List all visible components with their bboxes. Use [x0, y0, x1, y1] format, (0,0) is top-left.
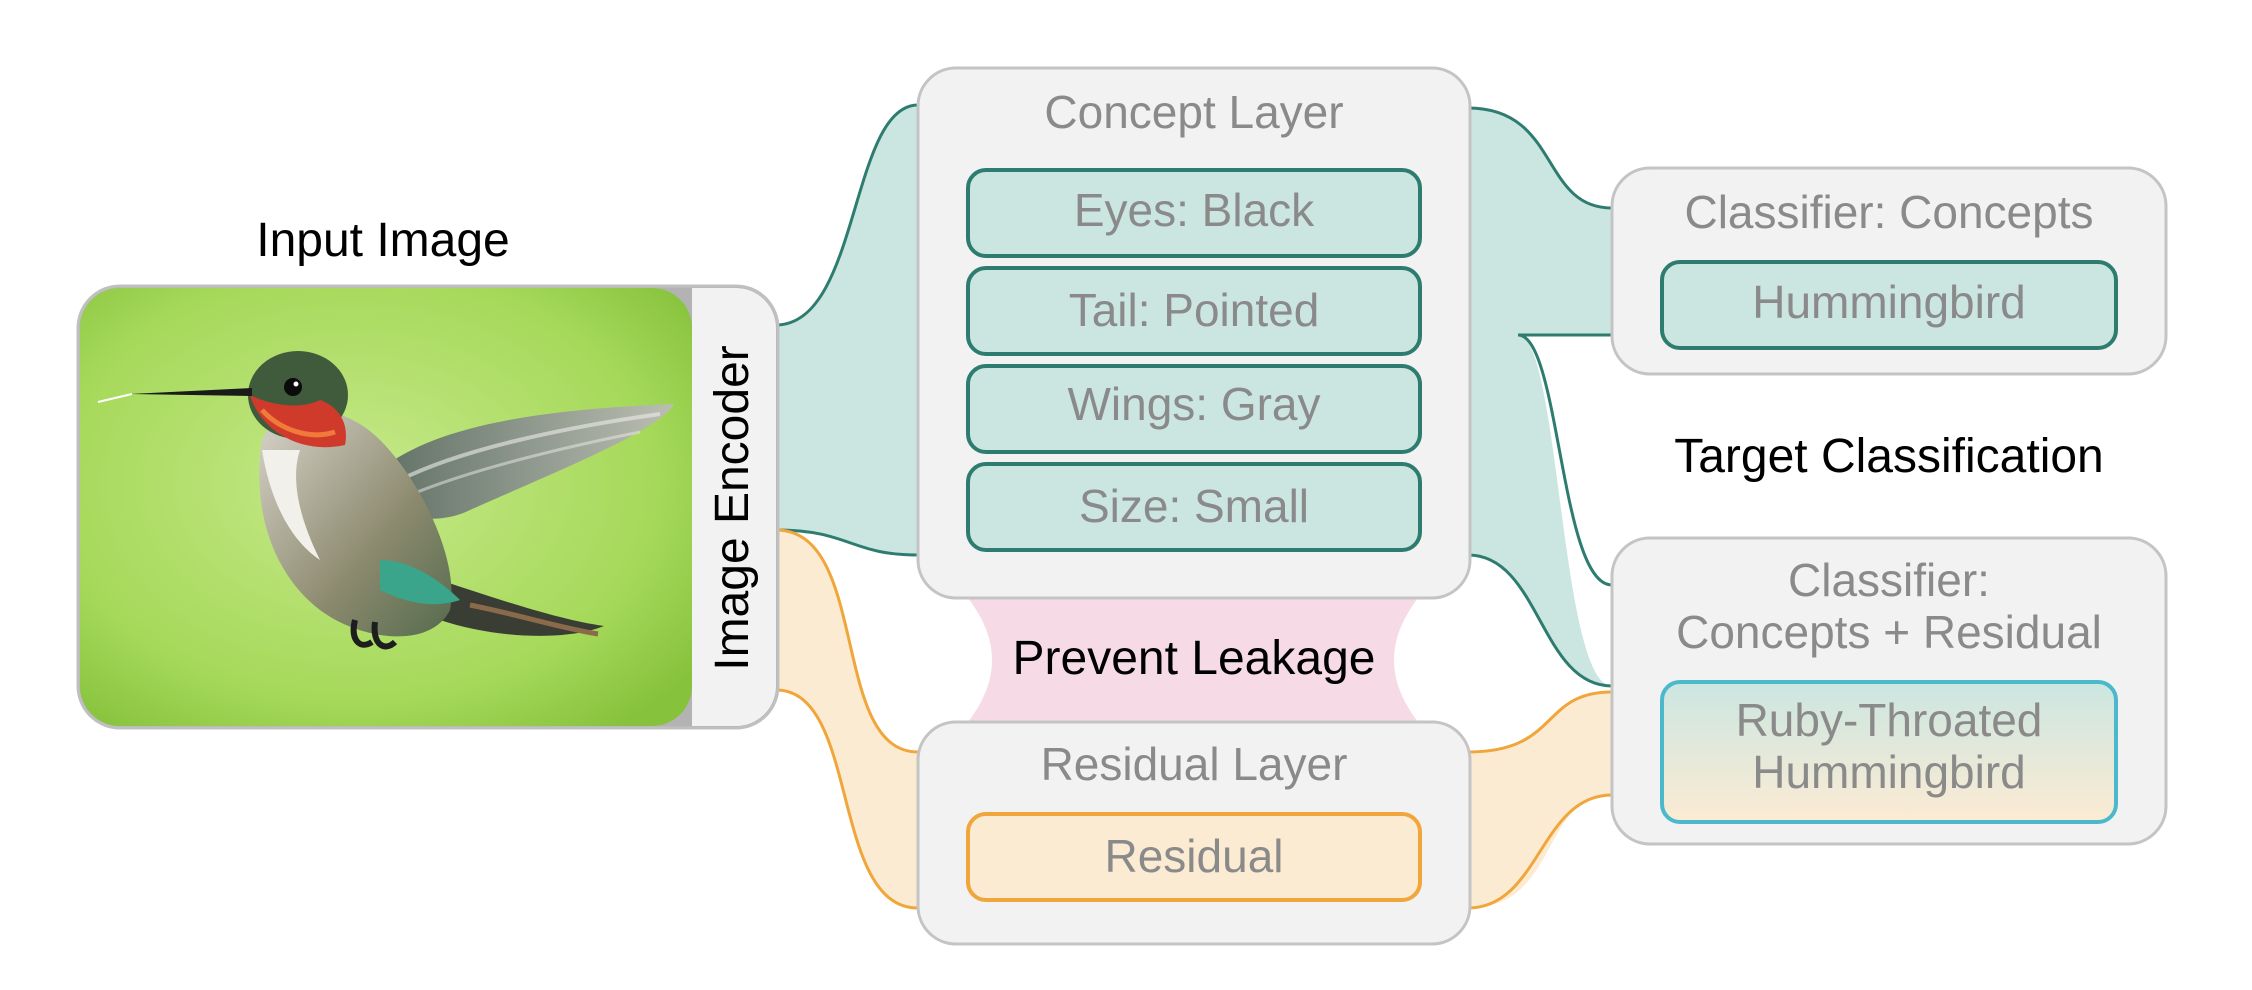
residual-to-cls2-edge-top	[1467, 690, 1613, 754]
concept-to-classifiers-ribbon	[1468, 108, 1612, 686]
concept-item-box	[966, 266, 1422, 356]
classifier-concepts-title: Classifier: Concepts	[1684, 186, 2093, 238]
residual-to-cls2-edge-bottom	[1467, 793, 1613, 910]
concept-item: Size: Small	[1079, 480, 1309, 532]
classifier-residual-output-box	[1660, 680, 2118, 824]
residual-to-cls2-ribbon	[1468, 692, 1612, 908]
concept-item-box	[966, 364, 1422, 454]
target-classification-label: Target Classification	[1674, 430, 2104, 483]
encoder-to-concept-ribbon	[776, 105, 918, 555]
encoder-to-residual-edge-bottom	[775, 688, 919, 910]
classifier-residual-output-line2: Hummingbird	[1752, 746, 2026, 798]
residual-layer-title: Residual Layer	[1041, 738, 1348, 790]
concept-to-cls2-edge-top	[1517, 333, 1613, 587]
classifier-residual-output-line1: Ruby-Throated	[1736, 694, 2043, 746]
encoder-to-residual-ribbon	[776, 530, 918, 908]
classifier-residual-title-line1: Classifier:	[1788, 554, 1990, 606]
encoder-to-concept-edge-bottom	[775, 528, 919, 557]
concept-to-cls1-edge-top	[1467, 106, 1613, 210]
input-image-title: Input Image	[256, 214, 510, 267]
residual-item-box	[966, 812, 1422, 902]
prevent-leakage-bridge	[968, 598, 1418, 722]
encoder-to-residual-edge-top	[775, 528, 919, 754]
prevent-leakage-label: Prevent Leakage	[1013, 632, 1376, 685]
concept-item: Eyes: Black	[1074, 184, 1315, 236]
residual-item: Residual	[1105, 830, 1284, 882]
image-encoder-label: Image Encoder	[706, 345, 759, 671]
concept-layer-title: Concept Layer	[1044, 86, 1343, 138]
concept-item: Tail: Pointed	[1069, 284, 1320, 336]
bird-eye	[284, 378, 302, 396]
concept-item-box	[966, 462, 1422, 552]
classifier-concepts-output-box	[1660, 260, 2118, 350]
concept-item-box	[966, 168, 1422, 258]
classifier-residual-title-line2: Concepts + Residual	[1676, 606, 2102, 658]
hummingbird-photo	[80, 288, 692, 726]
concept-to-cls2-edge-bottom	[1467, 553, 1613, 688]
encoder-to-concept-edge-top	[775, 103, 919, 327]
concept-item: Wings: Gray	[1067, 378, 1320, 430]
classifier-concepts-output: Hummingbird	[1752, 276, 2026, 328]
